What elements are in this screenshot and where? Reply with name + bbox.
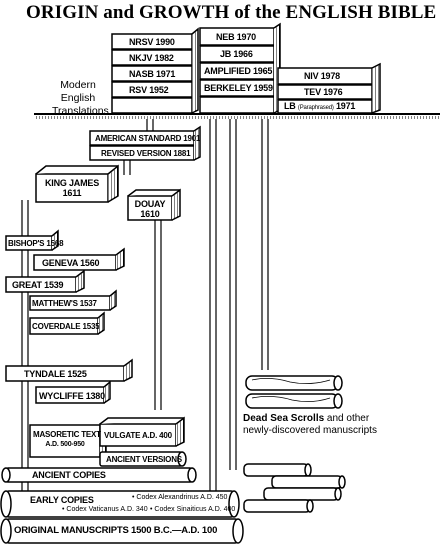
lineage-stems bbox=[21, 119, 269, 505]
codex-alexandrinus-label: • Codex Alexandrinus A.D. 450 bbox=[132, 494, 228, 501]
ancient-copies-scroll bbox=[1, 467, 197, 483]
revised-version-label: REVISED VERSION 1881 bbox=[101, 149, 191, 158]
lb-label: LB (Paraphrased) 1971 bbox=[284, 101, 356, 111]
ancient-versions-label: ANCIENT VERSIONS bbox=[106, 455, 182, 464]
great-label: GREAT 1539 bbox=[12, 280, 64, 290]
newly-discovered-manuscripts bbox=[243, 463, 346, 513]
nasb-label: NASB 1971 bbox=[129, 69, 176, 79]
matthews-label: MATTHEW'S 1537 bbox=[32, 299, 97, 308]
nrsv-label: NRSV 1990 bbox=[129, 37, 175, 47]
dead-sea-scrolls bbox=[245, 375, 343, 409]
geneva-label: GENEVA 1560 bbox=[42, 258, 100, 268]
modern-divider-shadow bbox=[34, 116, 440, 119]
niv-label: NIV 1978 bbox=[304, 71, 340, 81]
neb-label: NEB 1970 bbox=[216, 32, 256, 42]
coverdale-label: COVERDALE 1535 bbox=[32, 322, 100, 331]
original-manuscripts-label: ORIGINAL MANUSCRIPTS 1500 B.C.—A.D. 100 bbox=[14, 525, 218, 536]
matthews-book bbox=[29, 289, 117, 311]
masoretic-label: MASORETIC TEXT A.D. 500-950 bbox=[33, 430, 101, 448]
early-copies-scroll bbox=[0, 490, 240, 518]
king-james-label: KING JAMES 1611 bbox=[44, 178, 99, 198]
early-copies-label: EARLY COPIES bbox=[30, 495, 94, 505]
original-manuscripts-scroll bbox=[0, 518, 244, 544]
modern-book-stack-2 bbox=[199, 22, 281, 114]
tyndale-book bbox=[5, 358, 133, 382]
ancient-versions-scroll bbox=[99, 451, 187, 467]
geneva-book bbox=[33, 247, 125, 271]
great-book bbox=[5, 269, 85, 293]
codex-vaticanus-label: • Codex Vaticanus A.D. 340 bbox=[62, 506, 148, 513]
dead-sea-scrolls-text: and other newly-discovered manuscripts bbox=[243, 413, 377, 436]
ancient-copies-label: ANCIENT COPIES bbox=[32, 470, 106, 480]
jb-label: JB 1966 bbox=[220, 49, 253, 59]
douay-label: DOUAY 1610 bbox=[134, 199, 166, 219]
american-standard-label: AMERICAN STANDARD 1901 bbox=[95, 134, 201, 143]
modern-book-stack-3 bbox=[277, 62, 381, 114]
berkeley-label: BERKELEY 1959 bbox=[204, 83, 273, 93]
codex-sinaiticus-label: • Codex Sinaiticus A.D. 400 bbox=[150, 506, 236, 513]
tev-label: TEV 1976 bbox=[304, 87, 343, 97]
amplified-label: AMPLIFIED 1965 bbox=[204, 66, 273, 76]
dead-sea-scrolls-caption: Dead Sea Scrolls and other newly-discove… bbox=[243, 413, 383, 437]
wycliffe-label: WYCLIFFE 1380 bbox=[39, 391, 105, 401]
vulgate-book bbox=[99, 416, 185, 447]
nkjv-label: NKJV 1982 bbox=[129, 53, 174, 63]
wycliffe-book bbox=[35, 380, 111, 404]
american-standard-book bbox=[89, 125, 201, 161]
rsv-label: RSV 1952 bbox=[129, 85, 169, 95]
dead-sea-scrolls-title: Dead Sea Scrolls bbox=[243, 413, 325, 424]
coverdale-book bbox=[29, 311, 105, 335]
modern-book-stack-1 bbox=[111, 27, 199, 114]
page-title: ORIGIN and GROWTH of the ENGLISH BIBLE bbox=[26, 2, 437, 23]
modern-english-translations-label: Modern English Translations bbox=[52, 79, 109, 117]
douay-book bbox=[127, 188, 181, 221]
king-james-book bbox=[35, 164, 119, 203]
vulgate-label: VULGATE A.D. 400 bbox=[104, 431, 172, 440]
tyndale-label: TYNDALE 1525 bbox=[24, 369, 87, 379]
bishops-book bbox=[5, 229, 59, 251]
bishops-label: BISHOP'S 1568 bbox=[8, 239, 64, 248]
